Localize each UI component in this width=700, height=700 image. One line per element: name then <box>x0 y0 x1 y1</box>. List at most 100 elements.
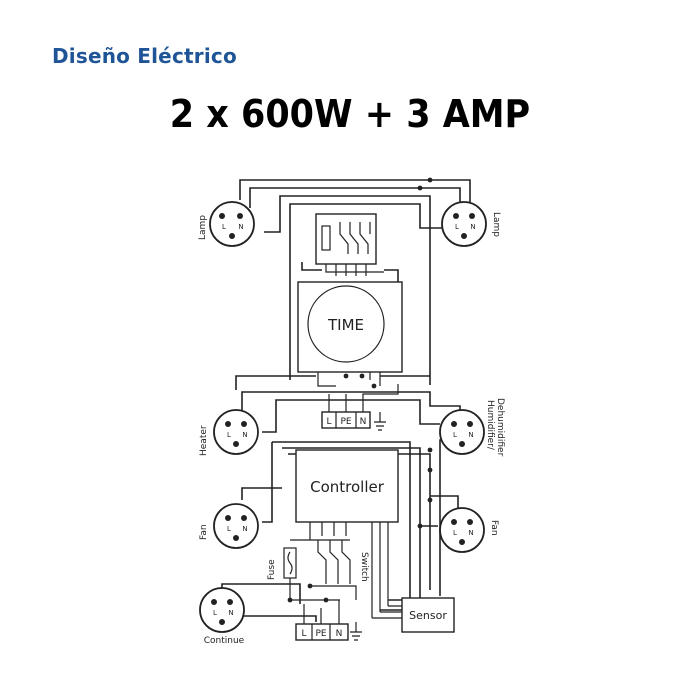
wire-fan-left-top <box>241 487 282 500</box>
socket-fan-left-l: L <box>227 525 231 533</box>
wire-fan-right-top <box>430 495 459 510</box>
junction <box>417 185 423 191</box>
socket-heater-pin-n <box>241 421 247 427</box>
socket-continue-pin-l <box>211 599 217 605</box>
socket-continue-n: N <box>228 609 233 617</box>
socket-heater-pin-l <box>225 421 231 427</box>
socket-lamp-right-pin-l <box>453 213 459 219</box>
junction <box>323 597 329 603</box>
socket-lamp-right-l: L <box>455 223 459 231</box>
timer-output-wires <box>317 372 381 387</box>
junction <box>427 497 433 503</box>
sensor-label: Sensor <box>409 609 447 622</box>
terminal-bottom-pe: PE <box>315 629 326 639</box>
label-lamp-right: Lamp <box>491 212 501 237</box>
socket-humidifier-pin-l <box>451 421 457 427</box>
socket-heater: L N <box>213 409 259 455</box>
timer-dial <box>307 285 385 363</box>
socket-fan-left-ring <box>213 503 259 549</box>
relay-output-wires <box>325 264 384 276</box>
socket-lamp-right-pin-n <box>469 213 475 219</box>
terminal-top-n: N <box>360 417 367 427</box>
socket-fan-left-pin-pe <box>233 535 239 541</box>
socket-continue-pin-n <box>227 599 233 605</box>
socket-continue: L N <box>199 587 245 633</box>
socket-fan-left-pin-l <box>225 515 231 521</box>
timer-box <box>297 281 403 373</box>
socket-lamp-right-pin-pe <box>461 233 467 239</box>
relay-coil <box>321 225 331 251</box>
socket-heater-ring <box>213 409 259 455</box>
wire-lamp-top-outer <box>239 179 471 208</box>
diagram-title: 2 x 600W + 3 AMP <box>169 92 531 136</box>
sensor-box <box>401 597 455 633</box>
junction <box>427 467 433 473</box>
controller-output-wires <box>309 522 389 618</box>
controller-label: Controller <box>310 478 385 496</box>
socket-fan-right: L N <box>439 507 485 553</box>
wire-lamp-top-inner <box>249 187 461 208</box>
socket-humidifier: L N <box>439 409 485 455</box>
socket-fan-right-ring <box>439 507 485 553</box>
junction <box>343 373 349 379</box>
wire-timer-to-left <box>235 375 316 390</box>
socket-fan-right-pin-pe <box>459 539 465 545</box>
label-humidifier-2: Dehumidifier <box>495 398 505 457</box>
fuse-label: Fuse <box>267 559 277 580</box>
junction <box>359 373 365 379</box>
socket-heater-l: L <box>227 431 231 439</box>
wire-fan-left-bus <box>262 442 273 523</box>
socket-humidifier-l: L <box>453 431 457 439</box>
ground-symbol-top <box>374 412 386 431</box>
switch-contacts <box>317 540 351 584</box>
terminal-block-bottom: L PE N <box>295 623 349 641</box>
junction <box>371 383 377 389</box>
socket-humidifier-n: N <box>468 431 473 439</box>
label-lamp-left: Lamp <box>198 215 208 240</box>
socket-lamp-left-pin-n <box>237 213 243 219</box>
junction <box>307 583 313 589</box>
socket-lamp-left-pin-pe <box>229 233 235 239</box>
wire-lamp-left-to-timer <box>264 195 431 385</box>
ground-symbol-bottom <box>350 622 362 641</box>
sensor-wires <box>372 605 402 619</box>
wire-lamp-right-to-timer <box>289 203 442 380</box>
socket-continue-pin-pe <box>219 619 225 625</box>
bus-outer <box>272 441 411 611</box>
terminal-block-top: L PE N <box>321 411 371 429</box>
socket-lamp-left-n: N <box>238 223 243 231</box>
socket-heater-pin-pe <box>233 441 239 447</box>
switch-label: Switch <box>359 552 369 582</box>
socket-lamp-left-pin-l <box>219 213 225 219</box>
wire-heater-right <box>262 399 440 433</box>
fuse-element <box>287 551 293 575</box>
terminal-bottom-n: N <box>336 629 343 639</box>
socket-fan-left: L N <box>213 503 259 549</box>
socket-lamp-left-l: L <box>222 223 226 231</box>
socket-fan-right-l: L <box>453 529 457 537</box>
socket-fan-right-n: N <box>468 529 473 537</box>
junction <box>417 523 423 529</box>
label-humidifier-1: Humidifier/ <box>485 400 495 451</box>
label-fan-right: Fan <box>489 520 499 536</box>
junction <box>287 597 293 603</box>
terminal-top-wires <box>328 384 399 412</box>
timer-label: TIME <box>327 316 364 334</box>
terminal-top-l: L <box>326 417 331 427</box>
socket-fan-left-n: N <box>242 525 247 533</box>
relay-block <box>315 213 377 265</box>
socket-fan-left-pin-n <box>241 515 247 521</box>
socket-lamp-right: L N <box>441 201 487 247</box>
socket-lamp-right-n: N <box>470 223 475 231</box>
label-heater: Heater <box>199 425 209 456</box>
junction <box>427 177 433 183</box>
socket-continue-l: L <box>213 609 217 617</box>
socket-heater-n: N <box>242 431 247 439</box>
socket-lamp-left: L N <box>209 201 255 247</box>
socket-fan-right-pin-n <box>467 519 473 525</box>
terminal-bottom-l: L <box>301 629 306 639</box>
socket-lamp-right-ring <box>441 201 487 247</box>
socket-fan-right-pin-l <box>451 519 457 525</box>
socket-continue-ring <box>199 587 245 633</box>
